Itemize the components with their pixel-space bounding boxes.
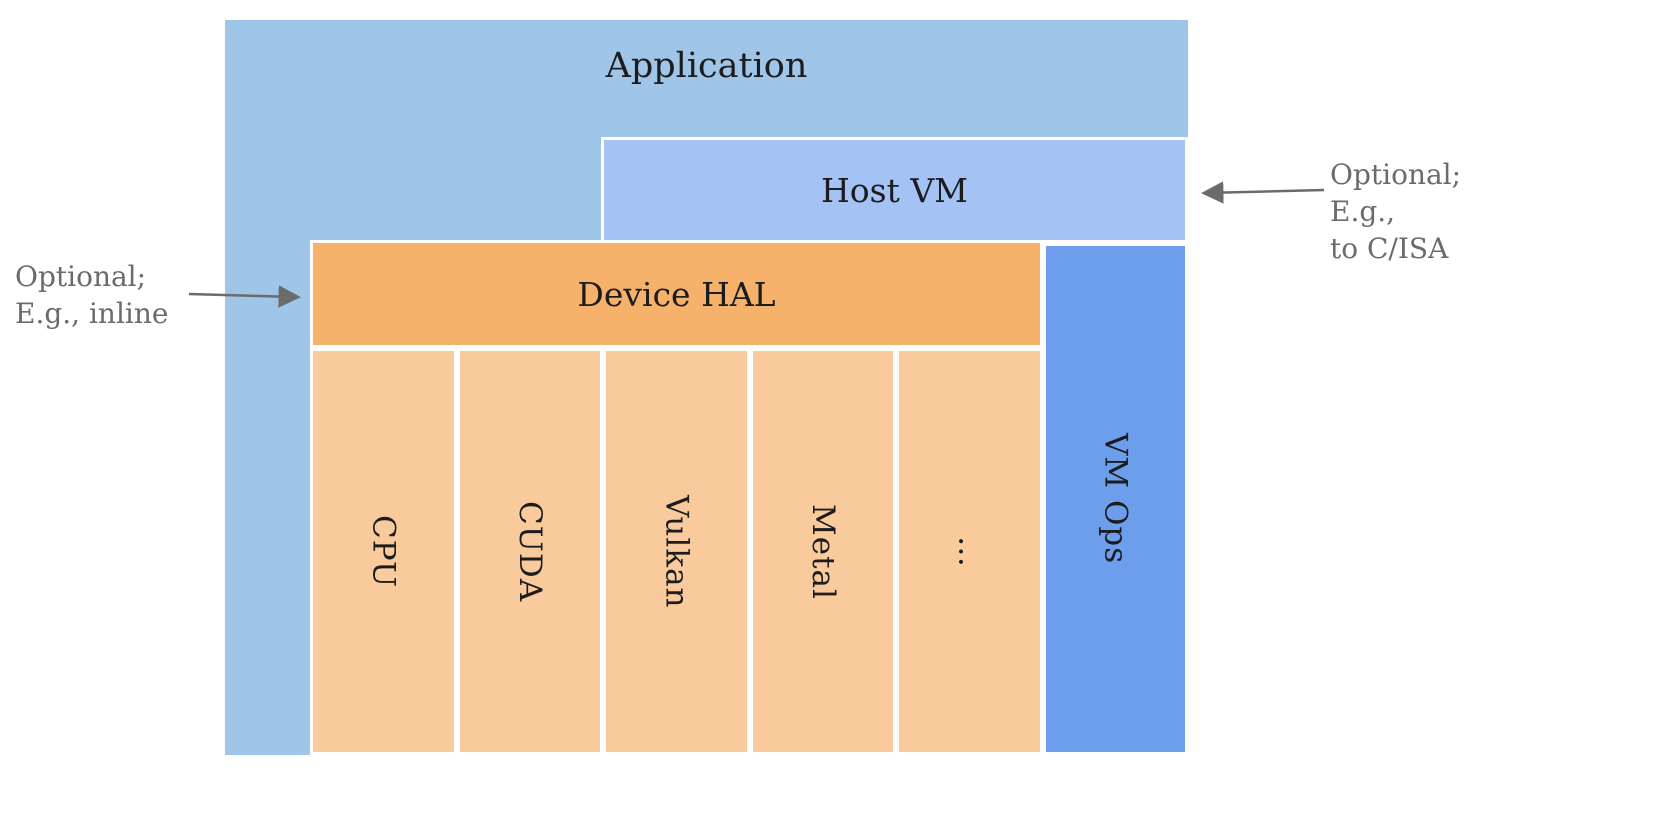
device-hal-label: Device HAL <box>577 274 776 314</box>
left-annotation-arrow-icon <box>188 285 301 308</box>
backend-label-cuda: CUDA <box>511 500 548 603</box>
right-annotation: Optional; E.g., to C/ISA <box>1330 156 1530 267</box>
application-label: Application <box>605 46 808 86</box>
backend-column-cpu: CPU <box>310 348 457 755</box>
right-annotation-arrow-icon <box>1201 181 1325 204</box>
left-annotation-line2: E.g., inline <box>15 297 169 330</box>
host-vm-box: Host VM <box>601 137 1188 243</box>
backend-label-ellipsis: … <box>951 535 988 568</box>
backend-label-vulkan: Vulkan <box>658 494 695 609</box>
right-annotation-line1: Optional; E.g., <box>1330 158 1462 228</box>
device-hal-box: Device HAL <box>310 240 1043 348</box>
backend-column-metal: Metal <box>749 348 897 755</box>
backend-column-cuda: CUDA <box>456 348 604 755</box>
vm-ops-label: VM Ops <box>1097 433 1134 565</box>
host-vm-label: Host VM <box>821 170 968 210</box>
left-annotation-line1: Optional; <box>15 260 147 293</box>
vm-ops-column: VM Ops <box>1043 243 1188 755</box>
backend-column-ellipsis: … <box>896 348 1043 755</box>
backend-label-cpu: CPU <box>365 514 402 589</box>
left-annotation: Optional; E.g., inline <box>15 258 195 332</box>
right-annotation-line2: to C/ISA <box>1330 232 1449 265</box>
backend-label-metal: Metal <box>805 503 842 600</box>
backend-column-vulkan: Vulkan <box>603 348 750 755</box>
backend-columns: CPU CUDA Vulkan Metal … <box>310 348 1043 755</box>
